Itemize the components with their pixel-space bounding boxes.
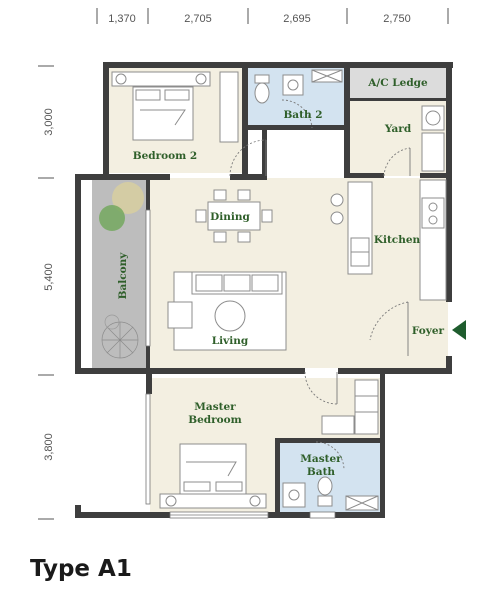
dimension-top-2: 2,705 (184, 13, 212, 25)
label-master-bedroom-line1: Master (194, 401, 236, 413)
label-master-bath-line2: Bath (307, 466, 336, 478)
dimension-top-1: 1,370 (108, 13, 136, 25)
bar-stool (330, 211, 344, 225)
label-bedroom2: Bedroom 2 (133, 150, 198, 162)
label-master-bath-line1: Master (300, 453, 342, 465)
dimension-left-2: 5,400 (43, 263, 55, 291)
master-toilet-icon (317, 476, 333, 507)
label-dining: Dining (210, 211, 250, 223)
plant-icon (99, 182, 144, 359)
label-living: Living (212, 335, 249, 347)
left-dimension-line: 3,000 5,400 3,800 (38, 65, 55, 520)
toilet-icon (254, 74, 270, 104)
doors (229, 99, 411, 471)
label-yard: Yard (384, 123, 412, 135)
unit-type-title: Type A1 (30, 556, 132, 582)
master-bed-icon (159, 443, 267, 509)
label-balcony: Balcony (117, 252, 129, 300)
yard-cabinet (421, 132, 445, 172)
windows (145, 209, 336, 519)
entry-arrow-icon (452, 320, 466, 340)
kitchen-sink-icon (350, 237, 370, 267)
bar-stool (330, 193, 344, 207)
sofa-icon (167, 271, 287, 351)
label-bath2: Bath 2 (283, 109, 322, 121)
master-sink-icon (282, 482, 306, 508)
dimension-top-4: 2,750 (383, 13, 411, 25)
label-kitchen: Kitchen (374, 234, 421, 246)
master-wardrobe (354, 379, 379, 435)
dining-table-icon (195, 189, 273, 243)
top-dimension-line: 1,370 2,705 2,695 2,750 (96, 8, 449, 25)
ac-ledge-floor (350, 67, 448, 100)
stove-icon (421, 197, 445, 229)
kitchen-island (347, 181, 373, 275)
master-wardrobe-2 (321, 415, 355, 435)
sink-icon (282, 74, 304, 96)
bed-icon (111, 71, 211, 141)
dimension-left-1: 3,000 (43, 108, 55, 136)
label-ac-ledge: A/C Ledge (367, 77, 428, 89)
dimension-top-3: 2,695 (283, 13, 311, 25)
label-foyer: Foyer (412, 325, 445, 337)
washer-icon (421, 105, 445, 131)
wardrobe-bedroom2 (219, 71, 239, 143)
dimension-left-3: 3,800 (43, 433, 55, 461)
label-master-bedroom-line2: Bedroom (188, 414, 242, 426)
